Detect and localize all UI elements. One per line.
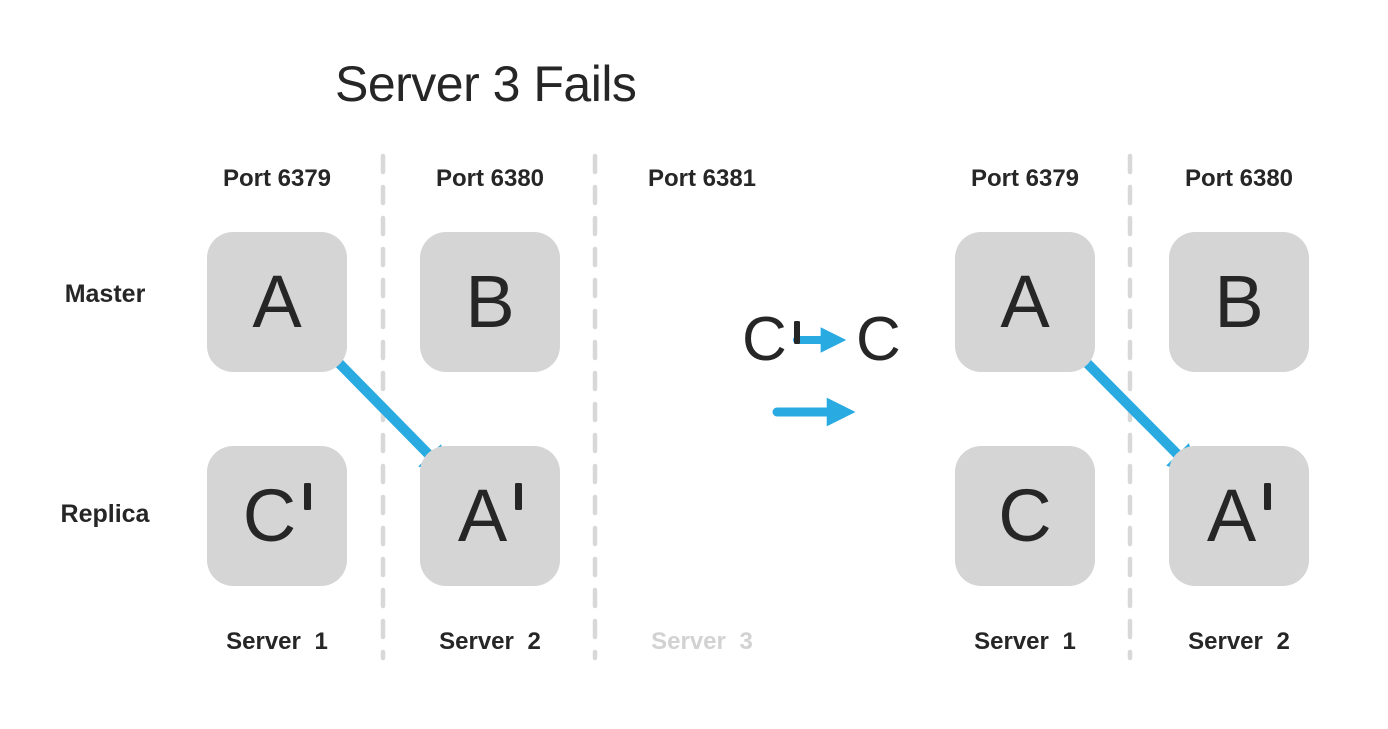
row-label-master: Master — [64, 280, 146, 308]
port-label-left-6379: Port 6379 — [222, 165, 332, 192]
master-node-a-left: A — [207, 232, 347, 372]
server-label-right-1: Server 1 — [974, 628, 1076, 655]
server-label-right-2: Server 2 — [1188, 628, 1290, 655]
server-label-left-2: Server 2 — [439, 628, 541, 655]
replica-node-cprime-left: C′ — [207, 446, 347, 586]
node-letter: A — [1206, 474, 1257, 557]
promotion-from-letter: C — [742, 305, 787, 374]
promotion-to-letter: C — [856, 305, 901, 374]
port-label-right-6380: Port 6380 — [1184, 165, 1294, 192]
replica-node-c-right: C — [955, 446, 1095, 586]
port-label-left-6380: Port 6380 — [435, 165, 545, 192]
port-label-right-6379: Port 6379 — [970, 165, 1080, 192]
master-node-b-left: B — [420, 232, 560, 372]
server-label-left-3-failed: Server 3 — [651, 628, 753, 655]
port-label-left-6381: Port 6381 — [647, 165, 757, 192]
prime-mark: ′ — [1264, 482, 1272, 510]
node-letter: A — [252, 260, 302, 343]
master-node-b-right: B — [1169, 232, 1309, 372]
node-letter: B — [465, 260, 515, 343]
replica-node-aprime-right: A′ — [1169, 446, 1309, 586]
server-label-left-1: Server 1 — [226, 628, 328, 655]
master-node-a-right: A — [955, 232, 1095, 372]
replica-node-aprime-left: A′ — [420, 446, 560, 586]
node-letter: A — [457, 474, 508, 557]
prime-mark: ′ — [793, 321, 800, 344]
promotion-to-label: C — [856, 309, 901, 371]
node-letter: C — [998, 474, 1052, 557]
diagram-title: Server 3 Fails — [335, 56, 637, 112]
node-letter: B — [1214, 260, 1264, 343]
row-label-replica: Replica — [60, 500, 150, 528]
prime-mark: ′ — [515, 482, 523, 510]
node-letter: A — [1000, 260, 1050, 343]
node-letter: C — [242, 474, 297, 557]
replication-arrow-a-to-aprime-left-icon — [324, 348, 452, 479]
prime-mark: ′ — [304, 482, 312, 510]
promotion-from-label: C′ — [742, 309, 800, 371]
replication-arrow-a-to-aprime-right-icon — [1072, 348, 1201, 478]
